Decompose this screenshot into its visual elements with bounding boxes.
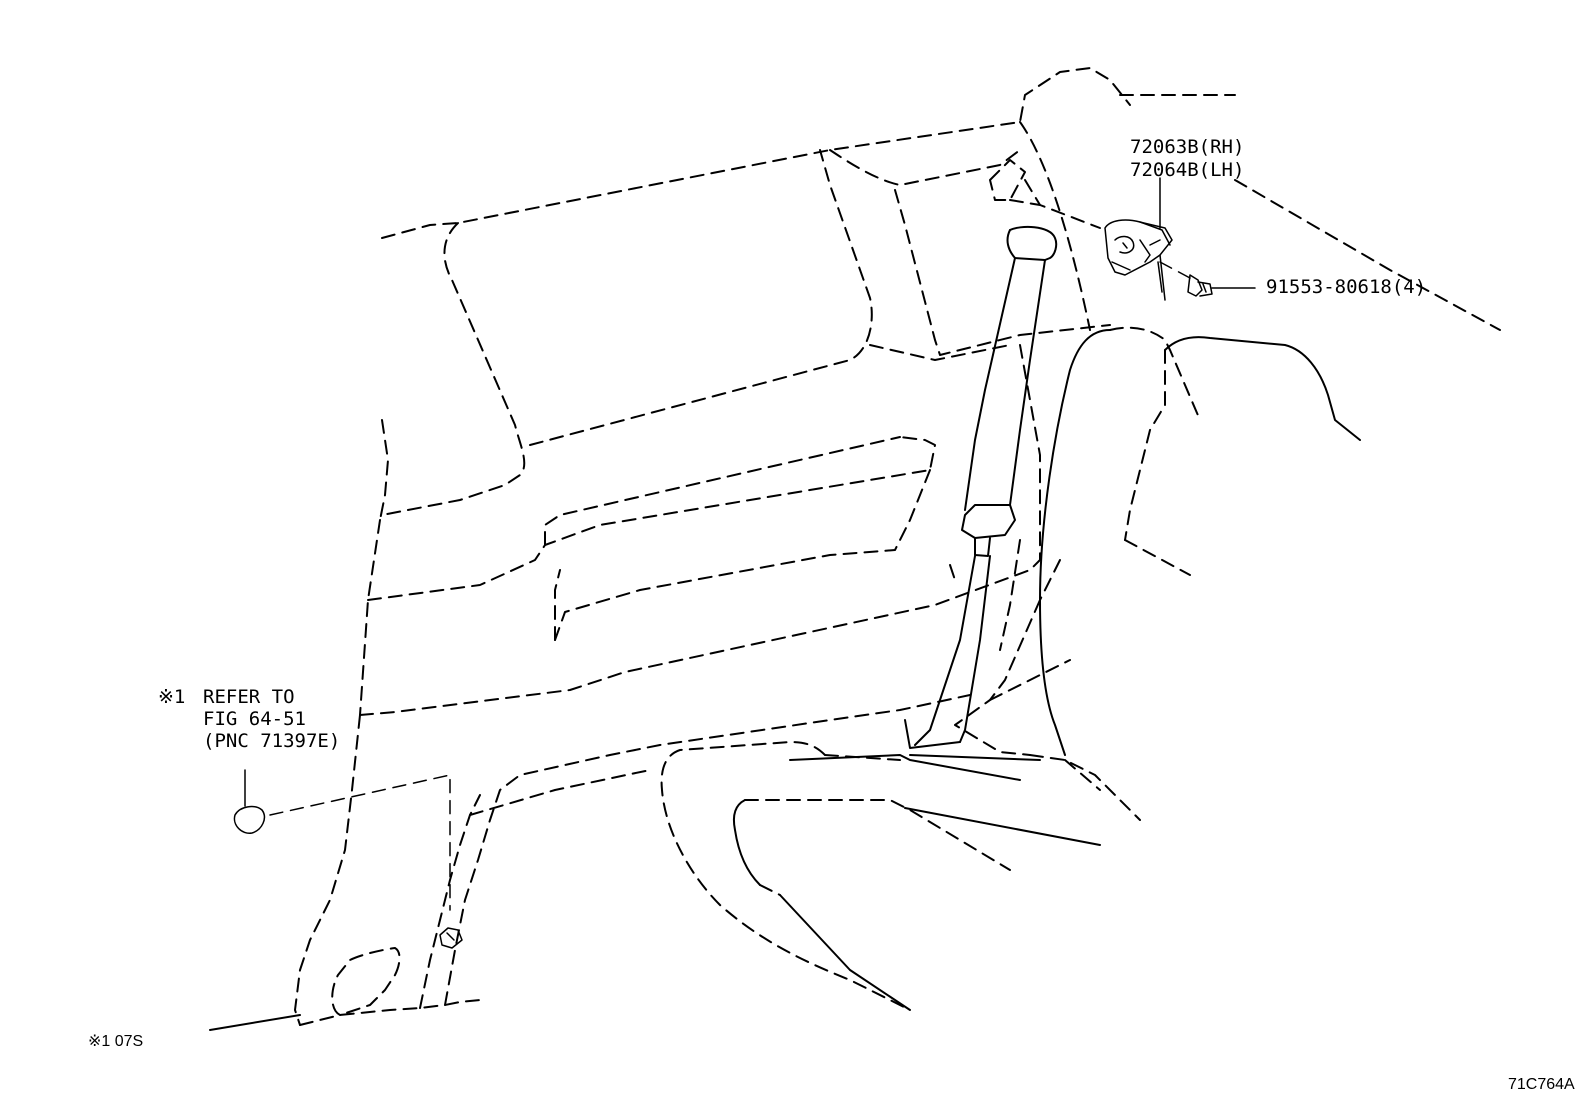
seat-belt-webbing xyxy=(904,225,1058,749)
bracket-lh-callout: 72064B(LH) xyxy=(1130,159,1245,181)
bracket-rh-callout: 72063B(RH) xyxy=(1130,136,1245,158)
screw-callout: 91553-80618(4) xyxy=(1266,276,1427,298)
refer-note-mark: ※1 xyxy=(158,686,186,708)
refer-note-line1: REFER TO xyxy=(203,686,295,708)
screw-part xyxy=(1159,261,1256,297)
upper-anchor-outline xyxy=(989,159,1101,229)
footnote: ※1 07S xyxy=(88,1033,144,1050)
lower-handle-recess xyxy=(331,947,401,1016)
seat-cushion-outline xyxy=(660,741,1101,1011)
refer-note-line2: FIG 64-51 xyxy=(203,708,306,730)
panel-clip-part xyxy=(439,927,463,949)
refer-note-line3: (PNC 71397E) xyxy=(203,730,341,752)
trim-clip-part xyxy=(233,769,451,911)
belt-bracket-part xyxy=(1104,219,1173,301)
figure-code: 71C764A xyxy=(1508,1076,1575,1093)
rear-seat-outline xyxy=(954,326,1361,821)
quarter-trim-outline xyxy=(209,67,1501,1031)
